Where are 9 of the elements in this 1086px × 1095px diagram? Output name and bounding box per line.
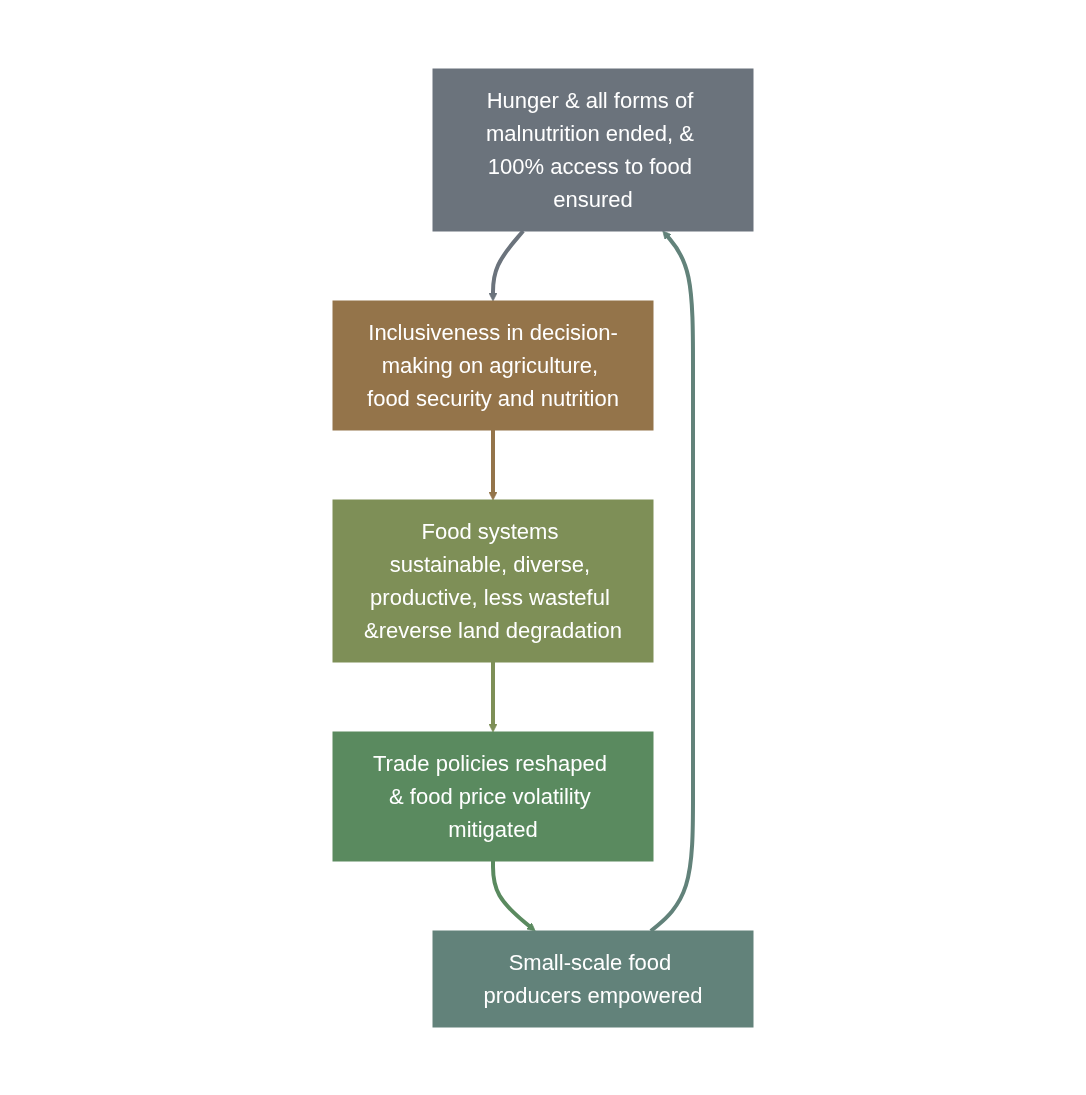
arrow	[488, 229, 525, 301]
node-box: Trade policies reshaped & food price volatility mitigated	[332, 731, 654, 861]
node-box: Food systems sustainable, diverse, productive, less wasteful &reverse land degradation	[332, 499, 654, 662]
arrow	[488, 661, 498, 732]
arrow	[491, 860, 536, 931]
node-box: Hunger & all forms of malnutrition ended, & 100% access to food ensured	[432, 68, 754, 231]
node-box: Small-scale food producers empowered	[432, 930, 754, 1027]
arrow	[488, 429, 498, 500]
node-box: Inclusiveness in decision-making on agriculture, food security and nutrition	[332, 300, 654, 430]
